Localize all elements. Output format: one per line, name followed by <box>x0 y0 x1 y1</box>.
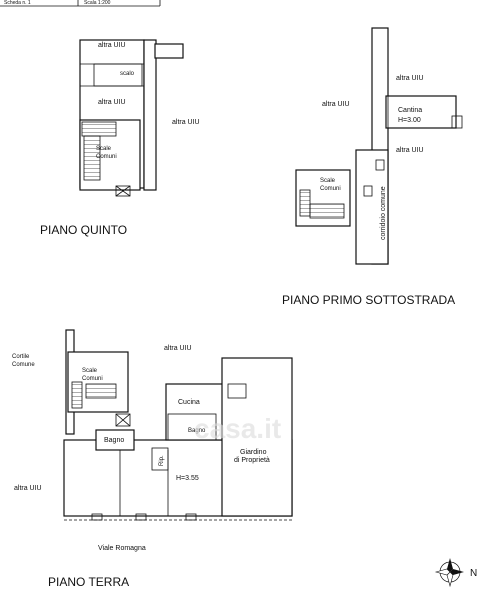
plan-piano-quinto <box>79 39 184 197</box>
pt-giardino-1: Giardino <box>240 449 267 456</box>
ps-cantina: Cantina <box>398 107 422 114</box>
ps-altra-uiu-right: altra UIU <box>396 147 424 154</box>
pt-street: Viale Romagna <box>98 545 146 552</box>
plan-piano-terra <box>63 329 293 521</box>
ps-cantina-h: H=3.00 <box>398 117 421 124</box>
pt-scale-1: Scale <box>82 368 98 374</box>
header-right: Scala 1:200 <box>84 0 111 6</box>
title-piano-terra: PIANO TERRA <box>48 575 129 589</box>
pt-cucina: Cucina <box>178 399 200 406</box>
plan-piano-sottostrada <box>295 27 463 265</box>
header-left: Scheda n. 1 <box>4 0 31 6</box>
pq-scale-2: Comuni <box>96 154 117 160</box>
title-piano-quinto: PIANO QUINTO <box>40 223 127 237</box>
pq-scalo: scalo <box>120 71 135 77</box>
watermark-logo: casa.it <box>194 413 281 444</box>
ps-corridoio: corridoio comune <box>380 186 387 240</box>
compass-north: N <box>470 568 477 579</box>
pt-cortile-1: Cortile <box>12 354 30 360</box>
pq-scale-1: Scale <box>96 146 112 152</box>
pt-scale-2: Comuni <box>82 376 103 382</box>
title-piano-sottostrada: PIANO PRIMO SOTTOSTRADA <box>282 293 455 307</box>
pt-h: H=3.55 <box>176 475 199 482</box>
pq-altra-uiu-3: altra UIU <box>172 119 200 126</box>
header-strip: Scheda n. 1 Scala 1:200 <box>0 0 161 7</box>
pt-altra-uiu-left: altra UIU <box>14 485 42 492</box>
pt-giardino-2: di Proprietà <box>234 457 270 464</box>
pt-bagno-2: Bagno <box>188 428 206 434</box>
pt-altra-uiu-top: altra UIU <box>164 345 192 352</box>
pt-bagno-1: Bagno <box>104 437 124 444</box>
ps-altra-uiu-top: altra UIU <box>396 75 424 82</box>
pq-altra-uiu-1: altra UIU <box>98 42 126 49</box>
pt-cortile-2: Comune <box>12 362 35 368</box>
pq-altra-uiu-2: altra UIU <box>98 99 126 106</box>
ps-altra-uiu-left: altra UIU <box>322 101 350 108</box>
pt-rip: Rip. <box>159 455 165 466</box>
compass-icon <box>434 558 464 588</box>
ps-scale-1: Scale <box>320 178 336 184</box>
ps-scale-2: Comuni <box>320 186 341 192</box>
